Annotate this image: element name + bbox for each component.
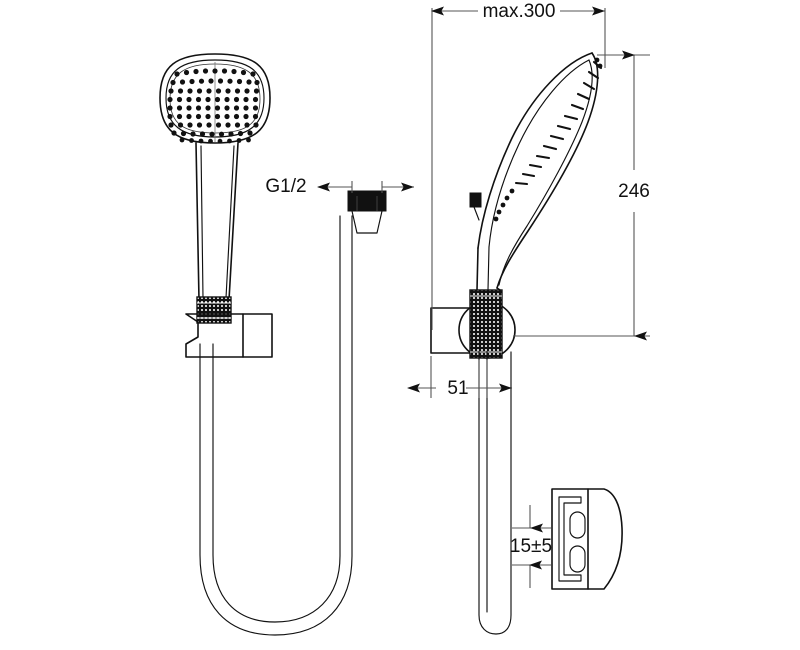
dimension-246: 246 (513, 50, 650, 341)
nozzle-edge (514, 60, 603, 186)
handle-profile (476, 246, 501, 291)
dimension-label-15pm5: 15±5 (510, 536, 552, 557)
shower-head-face (159, 53, 271, 144)
dimension-max300: max.300 (431, 1, 606, 330)
dimension-label-g12: G1/2 (265, 176, 306, 197)
dimension-label-max300: max.300 (483, 1, 556, 22)
mounting-slot-lower (569, 545, 586, 573)
spray-nozzles (167, 68, 260, 144)
spray-mode-button (469, 192, 482, 208)
dimension-label-246: 246 (618, 181, 650, 202)
nozzle-edge-dots (493, 57, 603, 222)
side-view (430, 52, 603, 635)
dimension-label-51: 51 (447, 378, 468, 399)
mounting-slot-upper (569, 511, 586, 539)
hose-drop (478, 351, 512, 635)
dimension-51: 51 (407, 356, 512, 399)
front-view: G1/2 (159, 53, 414, 636)
dimension-15pm5: 15±5 (510, 505, 552, 588)
grip-sleeve-side (469, 289, 503, 359)
handle (195, 142, 239, 301)
bracket-detail (551, 488, 623, 590)
flexible-hose (199, 215, 353, 636)
dimension-g12: G1/2 (265, 176, 414, 197)
grip-sleeve (196, 296, 232, 324)
shower-head-profile (477, 52, 599, 289)
wall-bracket (185, 313, 273, 358)
hose-connector (347, 190, 387, 234)
